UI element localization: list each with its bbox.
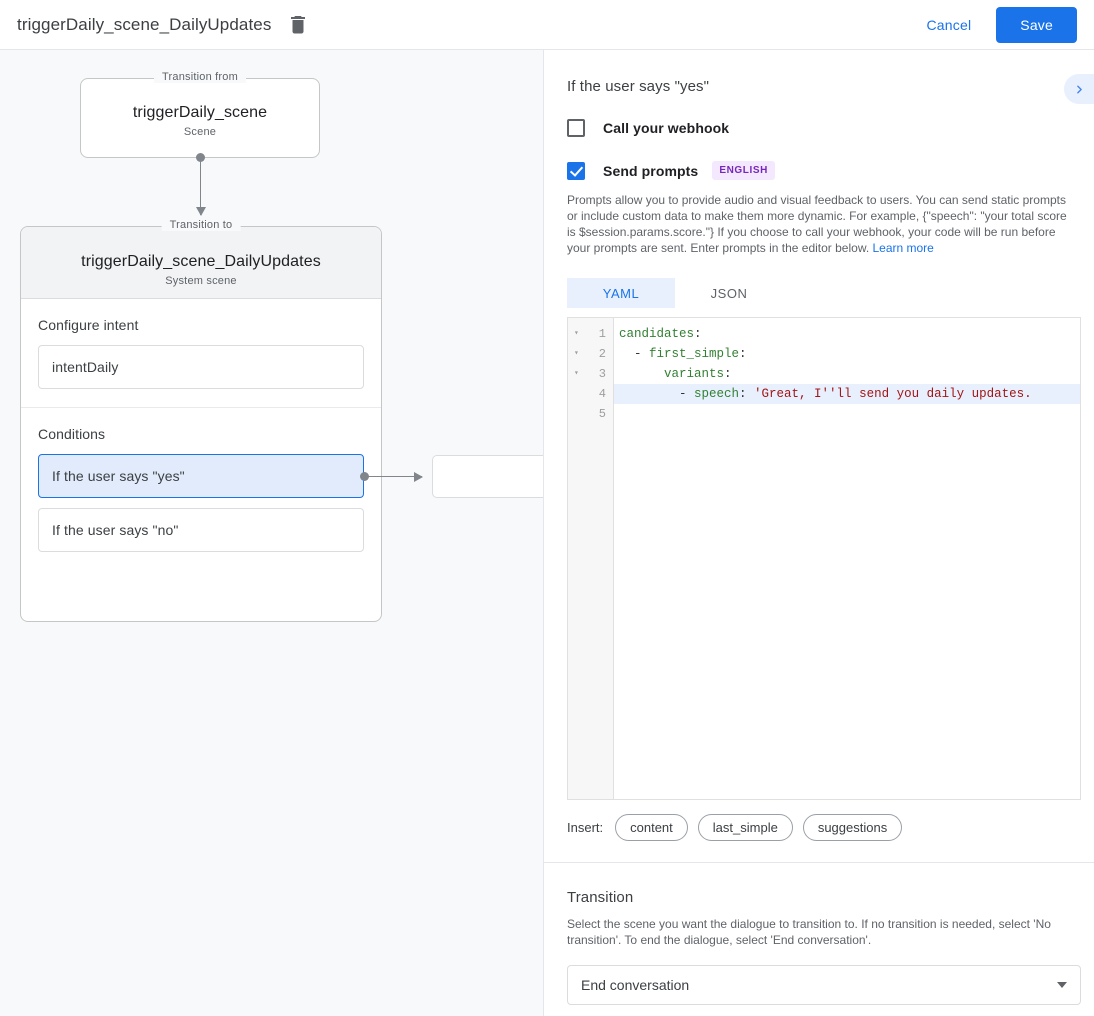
code-token: 'Great, I''ll send you daily updates. bbox=[754, 387, 1032, 401]
transition-from-subtitle: Scene bbox=[183, 126, 217, 138]
transition-to-legend: Transition to bbox=[161, 219, 241, 231]
send-prompts-checkbox[interactable] bbox=[567, 161, 585, 180]
editor-code-line[interactable]: - first_simple: bbox=[614, 344, 1080, 364]
editor-code-line[interactable]: - speech: 'Great, I''ll send you daily u… bbox=[614, 384, 1080, 404]
panel-section-divider bbox=[544, 862, 1094, 863]
insert-chip-content[interactable]: content bbox=[615, 814, 688, 841]
insert-label: Insert: bbox=[567, 820, 604, 835]
condition-item-yes[interactable]: If the user says "yes" bbox=[38, 454, 364, 498]
collapse-panel-button[interactable] bbox=[1064, 74, 1094, 104]
code-token: - bbox=[619, 387, 695, 401]
send-prompts-label: Send prompts bbox=[603, 162, 699, 179]
call-webhook-label: Call your webhook bbox=[603, 120, 730, 136]
transition-to-subtitle: System scene bbox=[165, 275, 237, 287]
condition-item-no[interactable]: If the user says "no" bbox=[38, 508, 364, 552]
webhook-row[interactable]: Call your webhook bbox=[567, 119, 1071, 137]
code-token: : bbox=[739, 347, 747, 361]
transition-target-card[interactable] bbox=[432, 455, 543, 498]
editor-code-line[interactable]: variants: bbox=[614, 364, 1080, 384]
fold-triangle-icon[interactable]: ▾ bbox=[574, 329, 579, 338]
prompts-help-body: Prompts allow you to provide audio and v… bbox=[567, 193, 1067, 255]
conditions-section: Conditions If the user says "yes" If the… bbox=[21, 407, 381, 570]
line-number-text: 1 bbox=[598, 327, 606, 341]
transition-description: Select the scene you want the dialogue t… bbox=[567, 917, 1051, 947]
save-button[interactable]: Save bbox=[996, 6, 1077, 43]
send-prompts-row[interactable]: Send prompts ENGLISH bbox=[567, 161, 1071, 180]
editor-line-number: ▾1 bbox=[568, 324, 613, 344]
code-token: - bbox=[619, 347, 650, 361]
transition-to-header: triggerDaily_scene_DailyUpdates System s… bbox=[21, 227, 381, 299]
transition-to-title: triggerDaily_scene_DailyUpdates bbox=[81, 253, 321, 270]
fold-triangle-icon[interactable]: ▾ bbox=[574, 369, 579, 378]
transition-from-node[interactable]: Transition from triggerDaily_scene Scene bbox=[80, 71, 320, 158]
transition-from-title: triggerDaily_scene bbox=[132, 104, 268, 121]
details-panel-inner: If the user says "yes" Call your webhook… bbox=[544, 50, 1094, 1005]
chevron-right-icon bbox=[1076, 85, 1082, 93]
transition-heading: Transition bbox=[567, 889, 634, 906]
panel-title: If the user says "yes" bbox=[567, 78, 710, 95]
line-number-text: 3 bbox=[598, 367, 606, 381]
intent-value-field[interactable]: intentDaily bbox=[38, 345, 364, 389]
transition-from-legend: Transition from bbox=[154, 71, 246, 83]
condition-edge-arrow-right-icon bbox=[414, 472, 423, 482]
tab-json[interactable]: JSON bbox=[710, 285, 748, 301]
edge-vertical-line bbox=[200, 157, 201, 215]
prompts-help-text: Prompts allow you to provide audio and v… bbox=[567, 192, 1071, 256]
code-token: candidates bbox=[619, 327, 695, 341]
editor-code-line[interactable]: candidates: bbox=[614, 324, 1080, 344]
line-number-text: 4 bbox=[598, 387, 606, 401]
transition-to-node[interactable]: Transition to triggerDaily_scene_DailyUp… bbox=[20, 219, 382, 622]
code-token: : bbox=[739, 387, 755, 401]
trash-icon bbox=[291, 15, 306, 33]
edge-arrow-down-icon bbox=[196, 207, 206, 216]
insert-chips-row: Insert: content last_simple suggestions bbox=[567, 814, 1071, 841]
line-number-text: 5 bbox=[598, 407, 606, 421]
insert-chip-suggestions[interactable]: suggestions bbox=[802, 814, 903, 841]
code-token: : bbox=[724, 367, 732, 381]
editor-code-line[interactable] bbox=[614, 404, 1080, 424]
cancel-button[interactable]: Cancel bbox=[913, 9, 986, 41]
chevron-down-icon bbox=[1057, 982, 1067, 988]
condition-edge-line bbox=[364, 476, 422, 477]
learn-more-link[interactable]: Learn more bbox=[872, 241, 934, 255]
code-token bbox=[619, 367, 664, 381]
configure-intent-label: Configure intent bbox=[38, 317, 139, 333]
conditions-label: Conditions bbox=[38, 426, 106, 442]
fold-triangle-icon[interactable]: ▾ bbox=[574, 349, 579, 358]
code-token: speech bbox=[694, 387, 740, 401]
transition-select[interactable]: End conversation bbox=[567, 965, 1081, 1005]
line-number-text: 2 bbox=[598, 347, 606, 361]
configure-intent-section: Configure intent intentDaily bbox=[21, 299, 381, 407]
insert-chip-last-simple[interactable]: last_simple bbox=[697, 814, 793, 841]
editor-line-number: 4 bbox=[568, 384, 613, 404]
language-badge: ENGLISH bbox=[712, 161, 775, 180]
details-panel: If the user says "yes" Call your webhook… bbox=[543, 50, 1094, 1016]
call-webhook-checkbox[interactable] bbox=[567, 119, 585, 137]
editor-code-area[interactable]: candidates: - first_simple: variants: - … bbox=[614, 318, 1080, 799]
editor-line-number: ▾3 bbox=[568, 364, 613, 384]
page-title: triggerDaily_scene_DailyUpdates bbox=[17, 14, 272, 34]
delete-button[interactable] bbox=[285, 12, 311, 38]
transition-select-value: End conversation bbox=[581, 977, 690, 993]
editor-line-number: ▾2 bbox=[568, 344, 613, 364]
editor-format-tabs: YAML JSON bbox=[567, 278, 1071, 308]
editor-line-number: 5 bbox=[568, 404, 613, 424]
scene-graph-canvas[interactable]: Transition from triggerDaily_scene Scene… bbox=[0, 50, 543, 1016]
top-bar: triggerDaily_scene_DailyUpdates Cancel S… bbox=[0, 0, 1094, 50]
tab-yaml[interactable]: YAML bbox=[567, 278, 675, 308]
code-token: : bbox=[694, 327, 702, 341]
code-token: variants bbox=[664, 367, 725, 381]
code-token: first_simple bbox=[649, 347, 740, 361]
